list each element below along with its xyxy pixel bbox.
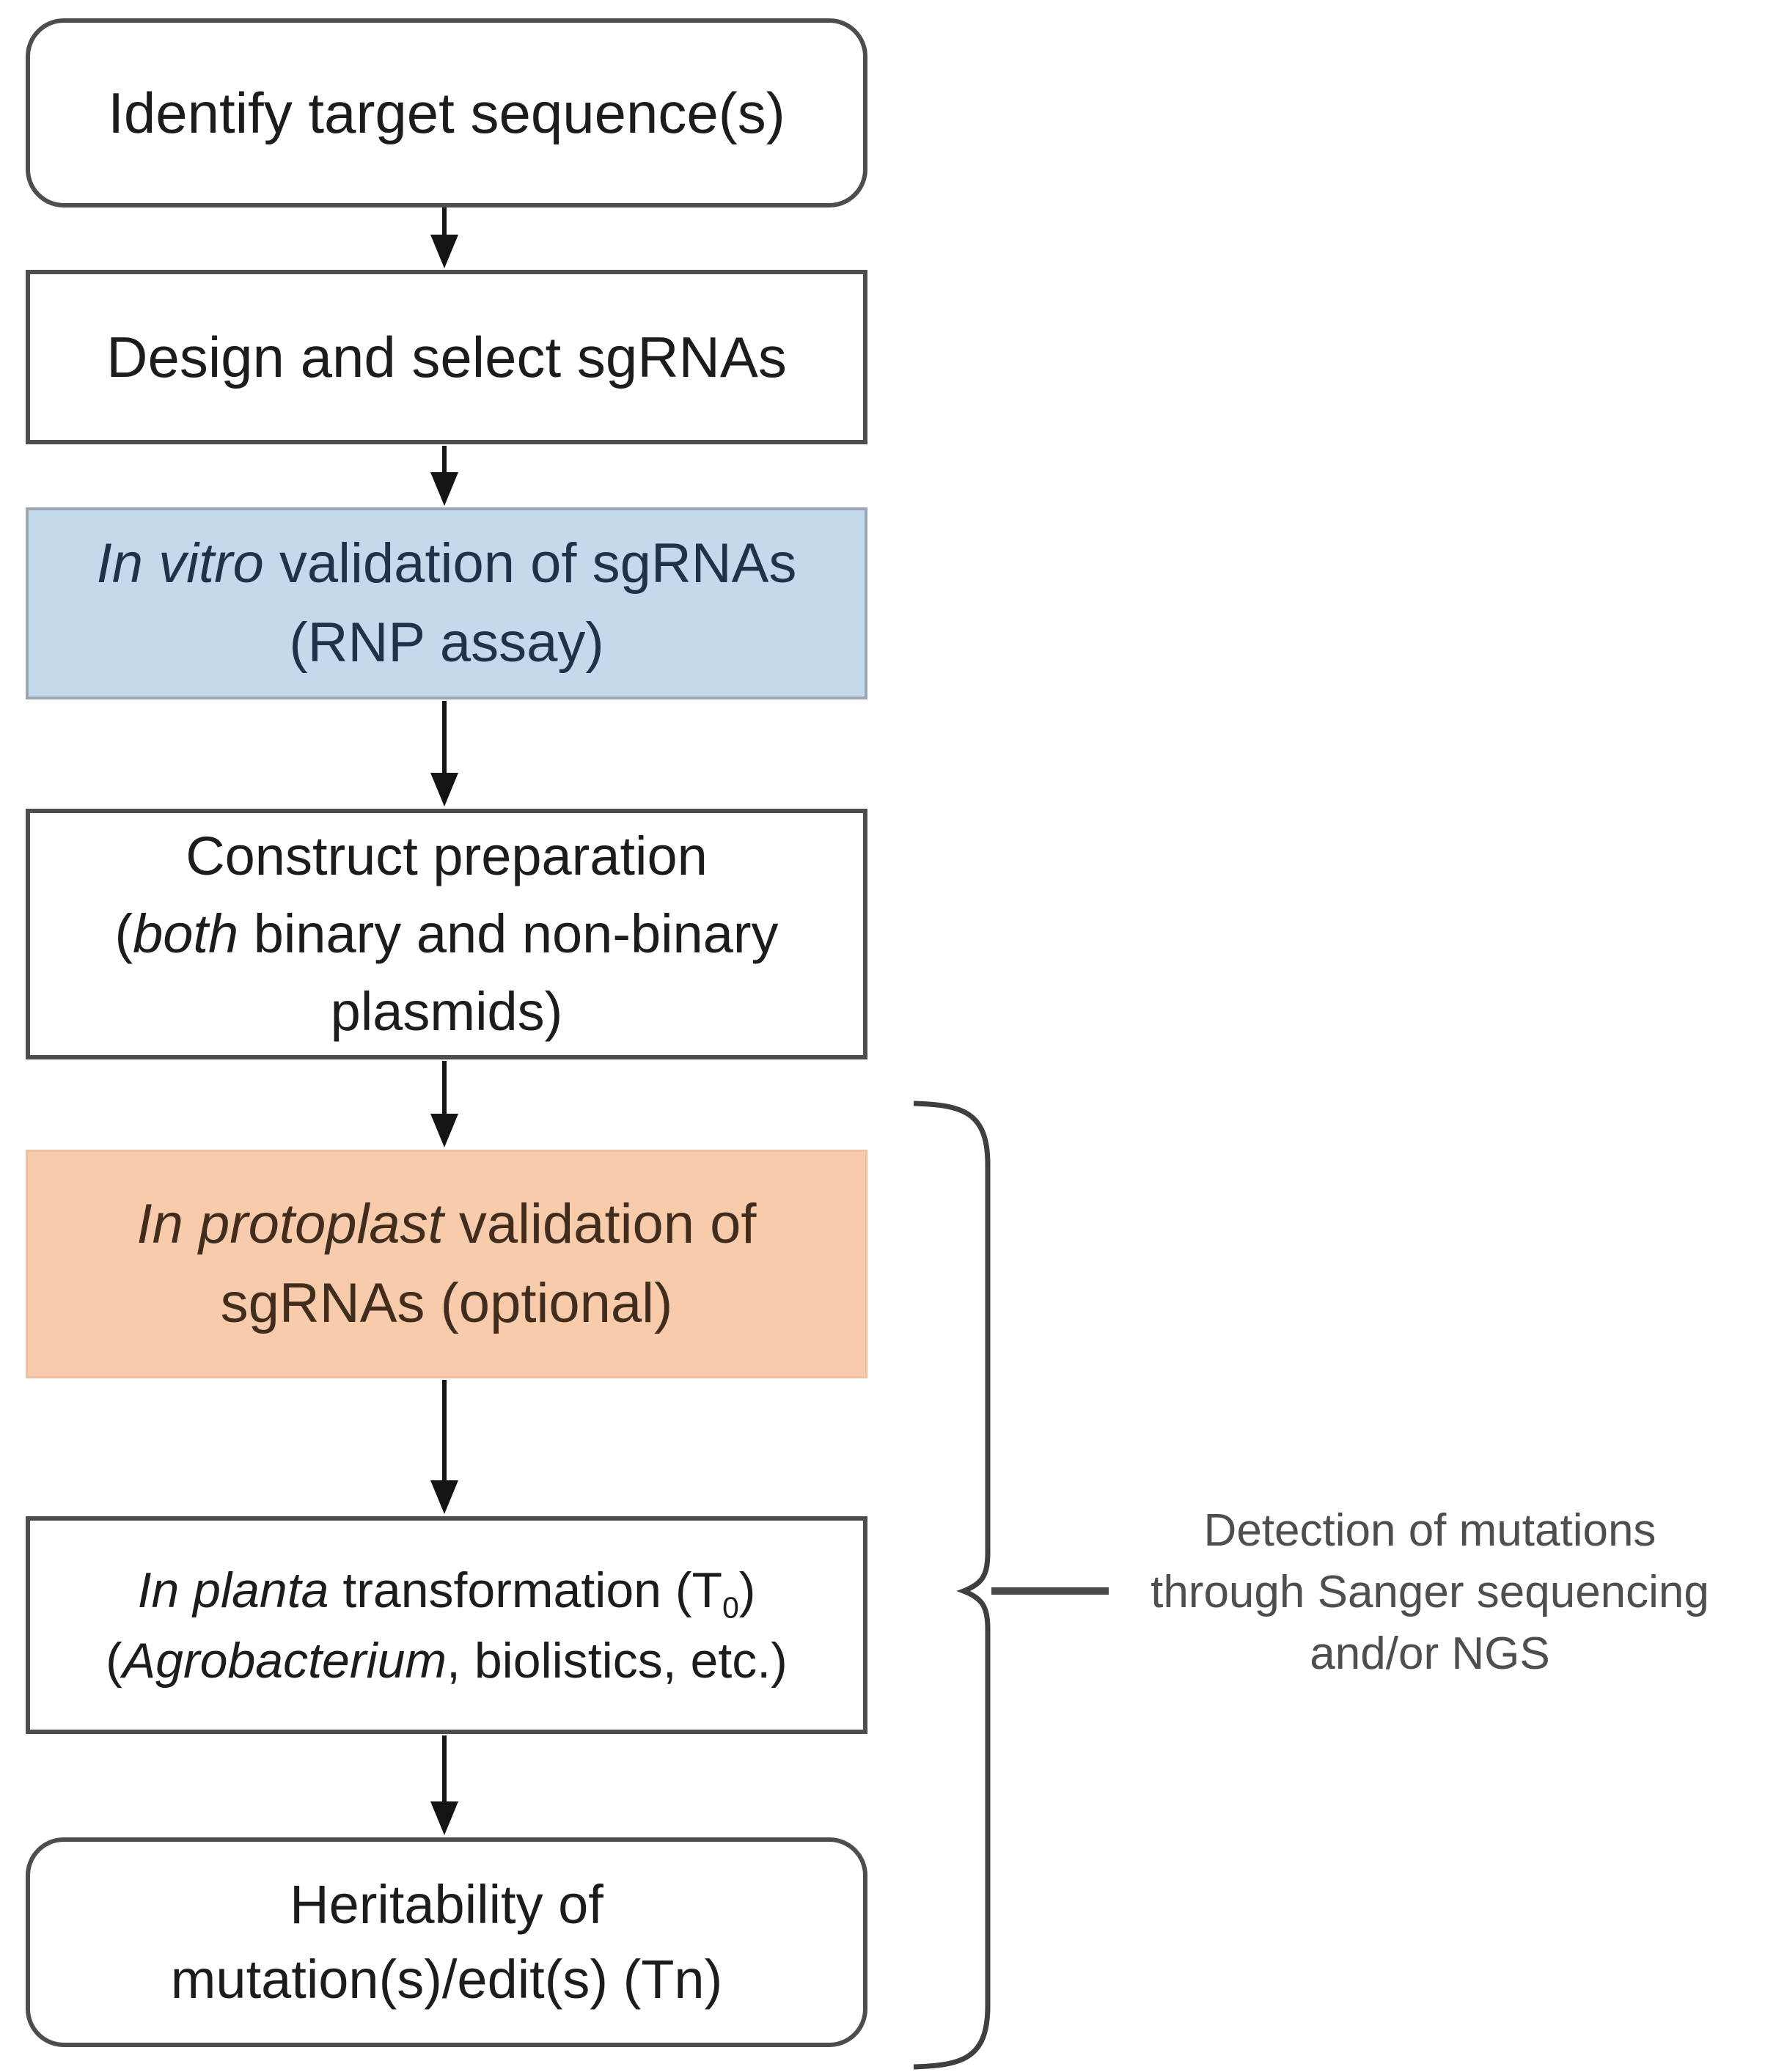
step-in-planta-transformation: In planta transformation (T0) (Agrobacte… (26, 1516, 867, 1734)
step-heritability-of-mutations: Heritability of mutation(s)/edit(s) (Tn) (26, 1837, 867, 2047)
step-label: (both binary and non-binary (114, 903, 779, 964)
flow-arrow-down-icon (430, 207, 458, 268)
step-label: In planta transformation (T0) (137, 1562, 756, 1625)
step-label: (RNP assay) (289, 611, 604, 674)
brace-annotation: Detection of mutations through Sanger se… (1085, 1500, 1775, 1685)
step-label: In protoplast validation of (136, 1193, 757, 1255)
step-in-vitro-validation: In vitro validation of sgRNAs (RNP assay… (26, 507, 867, 699)
annotation-line: Detection of mutations (1203, 1505, 1656, 1556)
step-label: (Agrobacterium, biolistics, etc.) (106, 1632, 788, 1689)
step-label: plasmids) (330, 981, 563, 1042)
step-label: Identify target sequence(s) (108, 81, 785, 145)
step-label: Construct preparation (186, 826, 708, 886)
flow-arrow-down-icon (430, 1061, 458, 1147)
annotation-line: through Sanger sequencing (1151, 1567, 1709, 1617)
step-label: mutation(s)/edit(s) (Tn) (170, 1949, 723, 2010)
step-in-protoplast-validation: In protoplast validation of sgRNAs (opti… (26, 1150, 867, 1378)
step-label: sgRNAs (optional) (220, 1272, 673, 1334)
flow-arrow-down-icon (430, 1380, 458, 1514)
flow-arrow-down-icon (430, 701, 458, 807)
step-label: Heritability of (290, 1874, 603, 1935)
step-label: In vitro validation of sgRNAs (96, 532, 797, 595)
step-identify-target-sequences: Identify target sequence(s) (26, 18, 867, 207)
curly-brace-icon (913, 1101, 991, 2070)
flow-arrow-down-icon (430, 446, 458, 506)
annotation-line: and/or NGS (1310, 1628, 1550, 1679)
step-label: Design and select sgRNAs (106, 325, 787, 389)
step-construct-preparation: Construct preparation (both binary and n… (26, 809, 867, 1059)
flow-arrow-down-icon (430, 1735, 458, 1835)
step-design-select-sgrnas: Design and select sgRNAs (26, 270, 867, 444)
